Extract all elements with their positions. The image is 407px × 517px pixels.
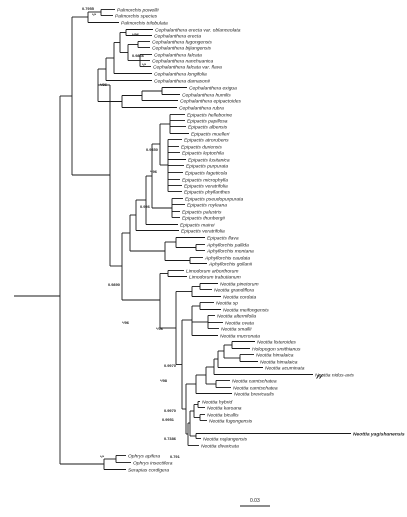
taxon-label: Limodorum arborthorum [186, 268, 238, 274]
taxon-label: Neottia camtschatea [232, 378, 277, 384]
taxon-label: Neottia yagishanensis [353, 431, 405, 437]
support-label: 0.9970 [164, 363, 176, 368]
support-label: */96 [132, 32, 140, 37]
taxon-label: Epipactis muelleri [191, 131, 230, 137]
taxon-label: Aphyllorchis caudata [204, 255, 250, 261]
support-label: */* [92, 12, 97, 17]
taxon-label: Neottia nidus-avis [315, 372, 354, 378]
taxon-label: Epipactis pseudopurpurata [185, 196, 243, 202]
taxon-label: Neottia mucronata [220, 333, 260, 339]
taxon-label: Neottia nujiangensis [203, 436, 248, 442]
taxon-label: Neottia camtschatea [233, 385, 278, 391]
taxon-label: Neottia karoana [207, 405, 242, 411]
taxon-label: Epipactis mairei [180, 222, 215, 228]
taxon-label: Holopogon smithianus [252, 346, 301, 352]
taxon-label: Neottia fugongensis [209, 418, 253, 424]
taxon-label: Epipactis phyllanthes [184, 189, 230, 195]
taxon-label: Cephalanthera falcata var. flava [153, 64, 222, 70]
taxon-label: Neottia himalaica [260, 359, 298, 365]
taxon-label: Neottia bicallis [207, 412, 239, 418]
taxon-label: Palmorchis trilobulata [121, 20, 168, 26]
support-label: 0.956 [140, 204, 151, 209]
support-label: */96 [122, 320, 130, 325]
taxon-label: Ophrys insectifera [133, 460, 173, 466]
taxon-label: Cephalanthera damasonii [154, 78, 211, 84]
taxon-label: Neottia brevicaulis [234, 391, 275, 397]
taxon-label: Neottia alternifolia [217, 313, 256, 319]
taxon-label: Neottia himalaica [256, 352, 294, 358]
taxon-label: Neottia divaricata [201, 443, 239, 449]
taxon-label: Neottia pinetorum [220, 281, 259, 287]
taxon-label: Neottia acuminata [265, 365, 305, 371]
taxon-label: Cephalanthera bijiangensis [152, 45, 212, 51]
taxon-label: Neottia ovata [225, 320, 254, 326]
taxon-label: Epipactis palustris [182, 209, 222, 215]
taxon-label: Epipactis papillosa [187, 118, 228, 124]
taxon-label: Aphyllorchis montana [206, 248, 254, 254]
taxon-label: Cephalanthera exigua [189, 85, 237, 91]
taxon-label: Epipactis royleana [187, 202, 227, 208]
taxon-label: Ophrys apifera [128, 453, 160, 459]
support-label: */96 [150, 169, 158, 174]
support-label: 0.7386 [164, 436, 177, 441]
support-label: 0.9951 [162, 417, 175, 422]
taxon-label: Limodorum trabutianum [189, 274, 241, 280]
taxon-label: Epipactis albensis [188, 124, 228, 130]
taxon-label: Neottia meifongensis [223, 307, 269, 313]
taxon-label: Epipactis thunbergii [182, 215, 226, 221]
taxon-label: Epipactis purpurata [186, 163, 228, 169]
branch [316, 374, 320, 379]
taxon-label: Neottia cordata [223, 294, 256, 300]
taxon-label: Cephalanthera epipactoides [180, 98, 241, 104]
taxon-label: Neottia listeroides [257, 339, 296, 345]
branch [319, 374, 323, 379]
support-label: 0.791 [170, 454, 181, 459]
taxon-label: Aphyllorchis pallida [206, 242, 249, 248]
support-label: */96 [100, 82, 108, 87]
support-label: */* [100, 454, 105, 459]
support-label: 0.9866 [132, 53, 145, 58]
taxon-label: Epipactis microphylla [182, 177, 228, 183]
taxon-label: Serapias cordigera [128, 467, 169, 473]
taxon-label: Cephalanthera nanchuanica [152, 58, 213, 64]
taxon-label: Cephalanthera falcata [154, 52, 202, 58]
taxon-label: Neottia sp [216, 300, 238, 306]
support-label: */96 [156, 326, 164, 331]
taxon-label: Epipactis fageticola [185, 170, 227, 176]
scale-bar-label: 0.03 [250, 498, 260, 504]
taxon-label: Cephalanthera humilis [182, 92, 231, 98]
taxon-label: Cephalanthera longifolia [154, 71, 207, 77]
support-label: 0.9970 [164, 408, 176, 413]
taxon-label: Epipactis veratrifolia [181, 228, 225, 234]
support-label: 0.7955 [82, 6, 95, 11]
taxon-label: Palmorchis powellii [117, 7, 159, 13]
taxon-label: Epipactis veratrifolia [184, 183, 228, 189]
taxon-label: Epipactis duriensis [181, 144, 222, 150]
taxon-label: Aphyllorchis gollanii [208, 261, 253, 267]
taxon-label: Cephalanthera erecta var. oblanceolata [155, 27, 241, 33]
taxon-label: Epipactis flava [207, 235, 239, 241]
taxon-label: Neottia hybrid [202, 399, 232, 405]
taxon-label: Cephalanthera rubra [179, 105, 224, 111]
taxon-label: Epipactis leptochila [182, 150, 224, 156]
support-label: */98 [160, 378, 168, 383]
taxon-label: Neottia grandiflora [214, 287, 254, 293]
support-label: */* [142, 62, 147, 67]
support-label: 0.9850 [146, 147, 158, 152]
taxon-label: Cephalanthera erecta [154, 33, 201, 39]
taxon-label: Neottia smallii [221, 326, 252, 332]
taxon-label: Epipactis atrorubens [184, 137, 229, 143]
taxon-label: Cephalanthera fugongensis [152, 39, 212, 45]
taxon-label: Epipactis lusitanica [188, 157, 230, 163]
taxon-label: Palmorchis species [115, 13, 158, 19]
taxon-label: Epipactis helleborine [187, 112, 232, 118]
support-label: 0.9890 [108, 282, 120, 287]
